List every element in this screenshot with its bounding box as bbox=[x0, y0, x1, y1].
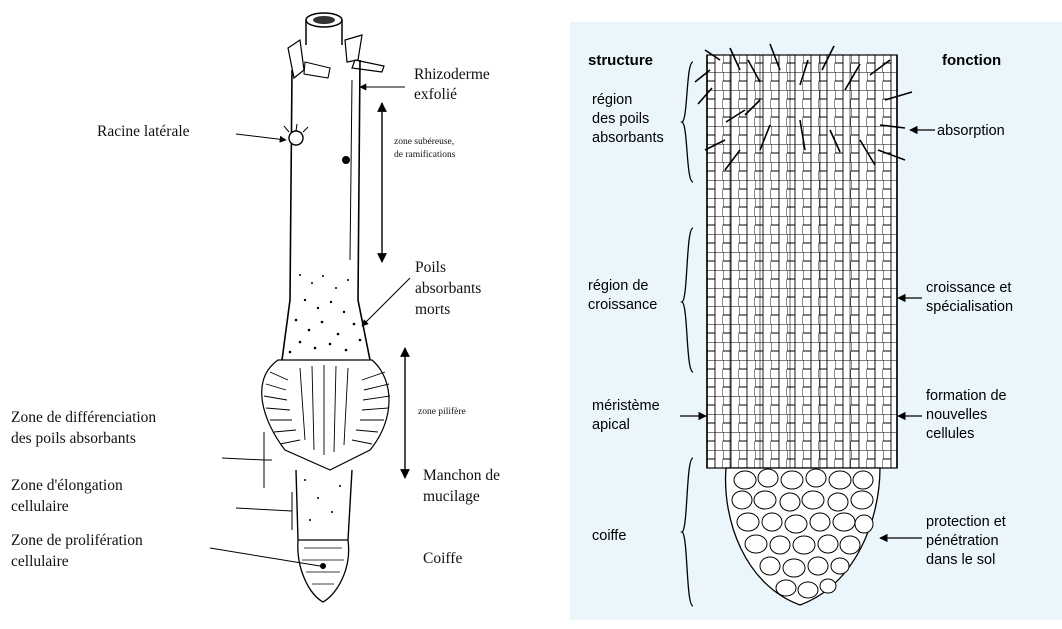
dead-hair-stipple bbox=[289, 274, 362, 353]
fonction-absorption: absorption bbox=[937, 123, 1005, 139]
right-structure-function-panel: structure fonction région des poils abso… bbox=[570, 22, 1062, 620]
structure-coiffe: coiffe bbox=[592, 528, 626, 544]
label-zone-suber-line1: zone subéreuse, bbox=[394, 137, 454, 147]
fonction-formation-line3: cellules bbox=[926, 426, 974, 442]
structure-croissance-line1: région de bbox=[588, 278, 648, 294]
fonction-croissance-line1: croissance et bbox=[926, 280, 1011, 296]
label-coiffe-left: Coiffe bbox=[423, 550, 462, 567]
structure-poils-line1: région bbox=[592, 92, 632, 108]
structure-meristeme-line1: méristème bbox=[592, 398, 660, 414]
fonction-protection-line1: protection et bbox=[926, 514, 1006, 530]
label-rhizoderme-line2: exfolié bbox=[414, 86, 457, 103]
fonction-formation-line1: formation de bbox=[926, 388, 1007, 404]
label-zone-differenciation-line1: Zone de différenciation bbox=[11, 409, 156, 426]
fonction-formation-line2: nouvelles bbox=[926, 407, 987, 423]
label-racine-laterale: Racine latérale bbox=[97, 123, 190, 140]
label-zone-proliferation-line1: Zone de prolifération bbox=[11, 532, 143, 549]
label-manchon-line1: Manchon de bbox=[423, 467, 500, 484]
label-poils-line2: absorbants bbox=[415, 280, 481, 297]
structure-poils-line3: absorbants bbox=[592, 130, 664, 146]
label-manchon-line2: mucilage bbox=[423, 488, 480, 505]
label-poils-line3: morts bbox=[415, 301, 450, 318]
left-root-illustration: Rhizoderme exfolié Racine latérale zone … bbox=[11, 13, 500, 602]
label-rhizoderme-line1: Rhizoderme bbox=[414, 66, 490, 83]
label-zone-suber-line2: de ramifications bbox=[394, 149, 456, 160]
root-cell-grid bbox=[707, 55, 897, 468]
label-zone-pilifere: zone pilifère bbox=[418, 406, 466, 417]
header-fonction: fonction bbox=[942, 52, 1001, 69]
label-poils-line1: Poils bbox=[415, 259, 446, 276]
fonction-protection-line3: dans le sol bbox=[926, 552, 995, 568]
fonction-protection-line2: pénétration bbox=[926, 533, 999, 549]
label-zone-elongation-line2: cellulaire bbox=[11, 498, 69, 515]
label-zone-elongation-line1: Zone d'élongation bbox=[11, 477, 123, 494]
label-zone-differenciation-line2: des poils absorbants bbox=[11, 430, 136, 447]
structure-meristeme-line2: apical bbox=[592, 417, 630, 433]
header-structure: structure bbox=[588, 52, 653, 69]
fonction-croissance-line2: spécialisation bbox=[926, 299, 1013, 315]
label-zone-proliferation-line2: cellulaire bbox=[11, 553, 69, 570]
structure-croissance-line2: croissance bbox=[588, 297, 657, 313]
structure-poils-line2: des poils bbox=[592, 111, 649, 127]
